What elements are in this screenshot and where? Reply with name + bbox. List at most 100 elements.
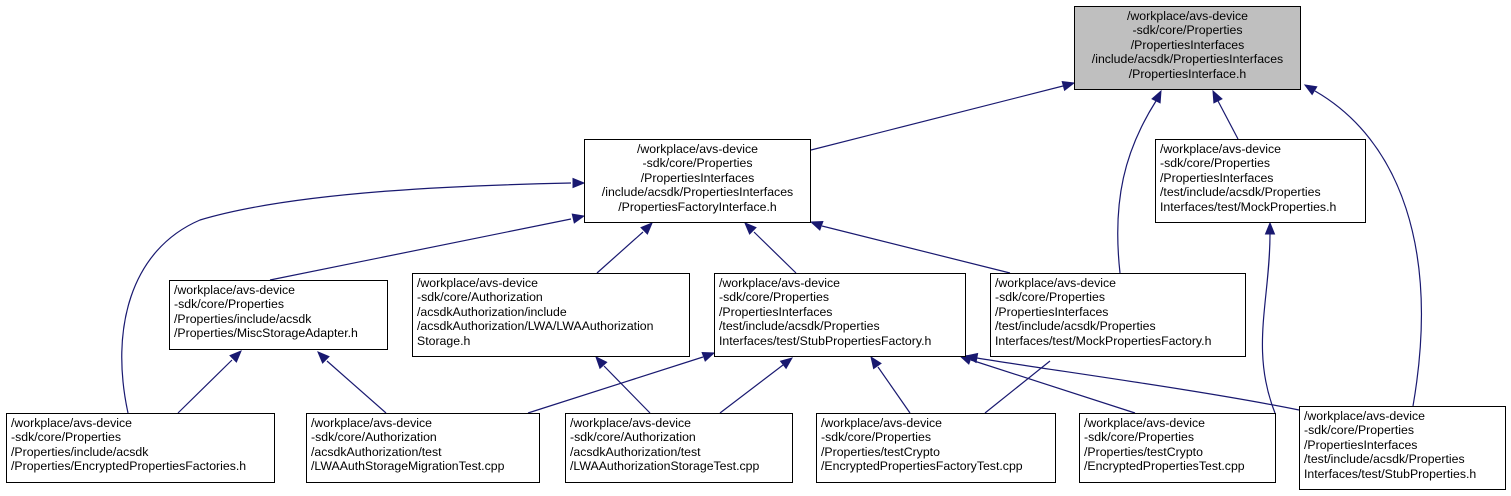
node-label-line: -sdk/core/Properties (11, 430, 122, 445)
edge-arrowhead (595, 356, 608, 370)
dependency-edge (810, 85, 1064, 151)
dependency-edge (1217, 100, 1239, 140)
node-label-line: -sdk/core/Properties (1132, 23, 1243, 38)
edge-arrowhead (572, 177, 586, 189)
node-label-line: /Properties/include/acsdk (11, 444, 149, 459)
node-label-line: -sdk/core/Properties (821, 430, 932, 445)
dependency-edge (821, 225, 1011, 274)
node-label-line: /include/acsdk/PropertiesInterfaces (1091, 52, 1284, 67)
node-label-line: /workplace/avs-device (719, 276, 840, 290)
dependency-edge (1117, 100, 1157, 274)
edge-arrowhead (870, 355, 882, 370)
node-label-line: /LWAAuthorizationStorageTest.cpp (570, 459, 760, 474)
dependency-edge (976, 357, 1300, 411)
node-misc-storage-adapter[interactable]: /workplace/avs-device-sdk/core/Propertie… (169, 280, 388, 350)
node-lwa-authorization-storage[interactable]: /workplace/avs-device-sdk/core/Authoriza… (412, 273, 690, 357)
node-properties-interface[interactable]: /workplace/avs-device-sdk/core/Propertie… (1074, 6, 1301, 90)
node-label-line: /acsdkAuthorization/include (417, 304, 567, 319)
dependency-edge (877, 366, 911, 414)
node-encrypted-properties-test[interactable]: /workplace/avs-device-sdk/core/Propertie… (1079, 413, 1276, 483)
dependency-edge (984, 360, 1051, 414)
dependency-edge (121, 182, 572, 414)
node-label-line: /Properties/testCrypto (821, 444, 940, 459)
node-label-line: -sdk/core/Authorization (417, 290, 543, 305)
node-mock-properties[interactable]: /workplace/avs-device-sdk/core/Propertie… (1155, 139, 1366, 223)
edge-arrowhead (1151, 89, 1162, 104)
edge-arrowhead (1303, 84, 1318, 96)
node-properties-factory-interface[interactable]: /workplace/avs-device-sdk/core/Propertie… (584, 139, 811, 223)
node-label-line: /acsdkAuthorization/test (570, 444, 701, 459)
node-label-line: Interfaces/test/StubProperties.h (1304, 466, 1477, 481)
dependency-edge (1261, 233, 1276, 414)
node-label-line: /test/include/acsdk/Properties (995, 319, 1156, 334)
dependency-edge (719, 364, 784, 414)
dependency-edge (596, 231, 644, 274)
edge-arrowhead (1061, 80, 1076, 92)
dependency-edge (1314, 90, 1422, 407)
node-label-line: /workplace/avs-device (417, 276, 538, 290)
node-label-line: /workplace/avs-device (637, 142, 758, 156)
node-label-line: -sdk/core/Properties (1304, 423, 1415, 438)
edge-arrowhead (640, 222, 653, 235)
node-label-line: /PropertiesInterfaces (719, 304, 833, 319)
edge-arrowhead (1264, 221, 1276, 235)
node-encrypted-properties-factories[interactable]: /workplace/avs-device-sdk/core/Propertie… (6, 413, 275, 483)
node-label-line: -sdk/core/Properties (642, 156, 753, 171)
node-label-line: /acsdkAuthorization/LWA/LWAAuthorization (417, 319, 654, 334)
node-label-line: /EncryptedPropertiesTest.cpp (1084, 459, 1245, 474)
node-label-line: /Properties/include/acsdk (174, 311, 312, 326)
node-label-line: /include/acsdk/PropertiesInterfaces (601, 185, 794, 200)
node-label-line: -sdk/core/Properties (719, 290, 830, 305)
node-label-line: /workplace/avs-device (1304, 409, 1425, 423)
node-label-line: /PropertiesInterfaces (1304, 437, 1418, 452)
node-label-line: -sdk/core/Authorization (570, 430, 696, 445)
edge-arrowhead (744, 222, 757, 235)
node-label-line: /EncryptedPropertiesFactoryTest.cpp (821, 459, 1023, 474)
edge-arrowhead (809, 221, 824, 231)
node-label-line: /PropertiesInterface.h (1128, 66, 1247, 81)
node-mock-properties-factory[interactable]: /workplace/avs-device-sdk/core/Propertie… (990, 273, 1246, 357)
node-label-line: /workplace/avs-device (1084, 416, 1205, 430)
node-label-line: /test/include/acsdk/Properties (1304, 452, 1465, 467)
node-label-line: Storage.h (417, 333, 471, 348)
dependency-edge (753, 231, 797, 274)
node-label-line: -sdk/core/Authorization (311, 430, 437, 445)
dependency-edge (603, 365, 651, 414)
edge-arrowhead (571, 213, 586, 224)
node-label-line: /PropertiesInterfaces (1160, 170, 1274, 185)
edge-arrowhead (317, 351, 330, 364)
node-label-line: /LWAAuthStorageMigrationTest.cpp (311, 459, 505, 474)
node-stub-properties-factory[interactable]: /workplace/avs-device-sdk/core/Propertie… (714, 273, 966, 357)
dependency-edge (326, 360, 387, 414)
node-stub-properties[interactable]: /workplace/avs-device-sdk/core/Propertie… (1299, 406, 1506, 490)
node-label-line: /test/include/acsdk/Properties (1160, 185, 1321, 200)
node-label-line: Interfaces/test/StubPropertiesFactory.h (719, 333, 932, 348)
node-label-line: Interfaces/test/MockPropertiesFactory.h (995, 333, 1212, 348)
edge-arrowhead (964, 352, 979, 364)
node-label-line: /test/include/acsdk/Properties (719, 319, 880, 334)
node-label-line: Interfaces/test/MockProperties.h (1160, 199, 1337, 214)
node-label-line: /workplace/avs-device (821, 416, 942, 430)
node-label-line: /workplace/avs-device (174, 283, 295, 297)
node-label-line: /workplace/avs-device (995, 276, 1116, 290)
node-label-line: /PropertiesInterfaces (995, 304, 1109, 319)
node-label-line: /workplace/avs-device (570, 416, 691, 430)
node-lwa-authorization-storage-test[interactable]: /workplace/avs-device-sdk/core/Authoriza… (565, 413, 793, 483)
dependency-edge (970, 359, 1136, 414)
edge-arrowhead (701, 352, 716, 362)
node-label-line: /PropertiesFactoryInterface.h (618, 199, 777, 214)
dependency-edge (527, 356, 704, 414)
dependency-edge (269, 218, 572, 281)
node-label-line: /acsdkAuthorization/test (311, 444, 442, 459)
node-label-line: /PropertiesInterfaces (640, 170, 755, 185)
node-label-line: /workplace/avs-device (11, 416, 132, 430)
node-label-line: /workplace/avs-device (1127, 9, 1248, 23)
node-label-line: /Properties/EncryptedPropertiesFactories… (11, 459, 247, 474)
edge-arrowhead (229, 350, 242, 363)
node-label-line: /Properties/testCrypto (1084, 444, 1203, 459)
node-label-line: /PropertiesInterfaces (1130, 37, 1245, 52)
node-lwa-auth-storage-migration-test[interactable]: /workplace/avs-device-sdk/core/Authoriza… (306, 413, 540, 483)
node-encrypted-properties-factory-test[interactable]: /workplace/avs-device-sdk/core/Propertie… (816, 413, 1056, 483)
